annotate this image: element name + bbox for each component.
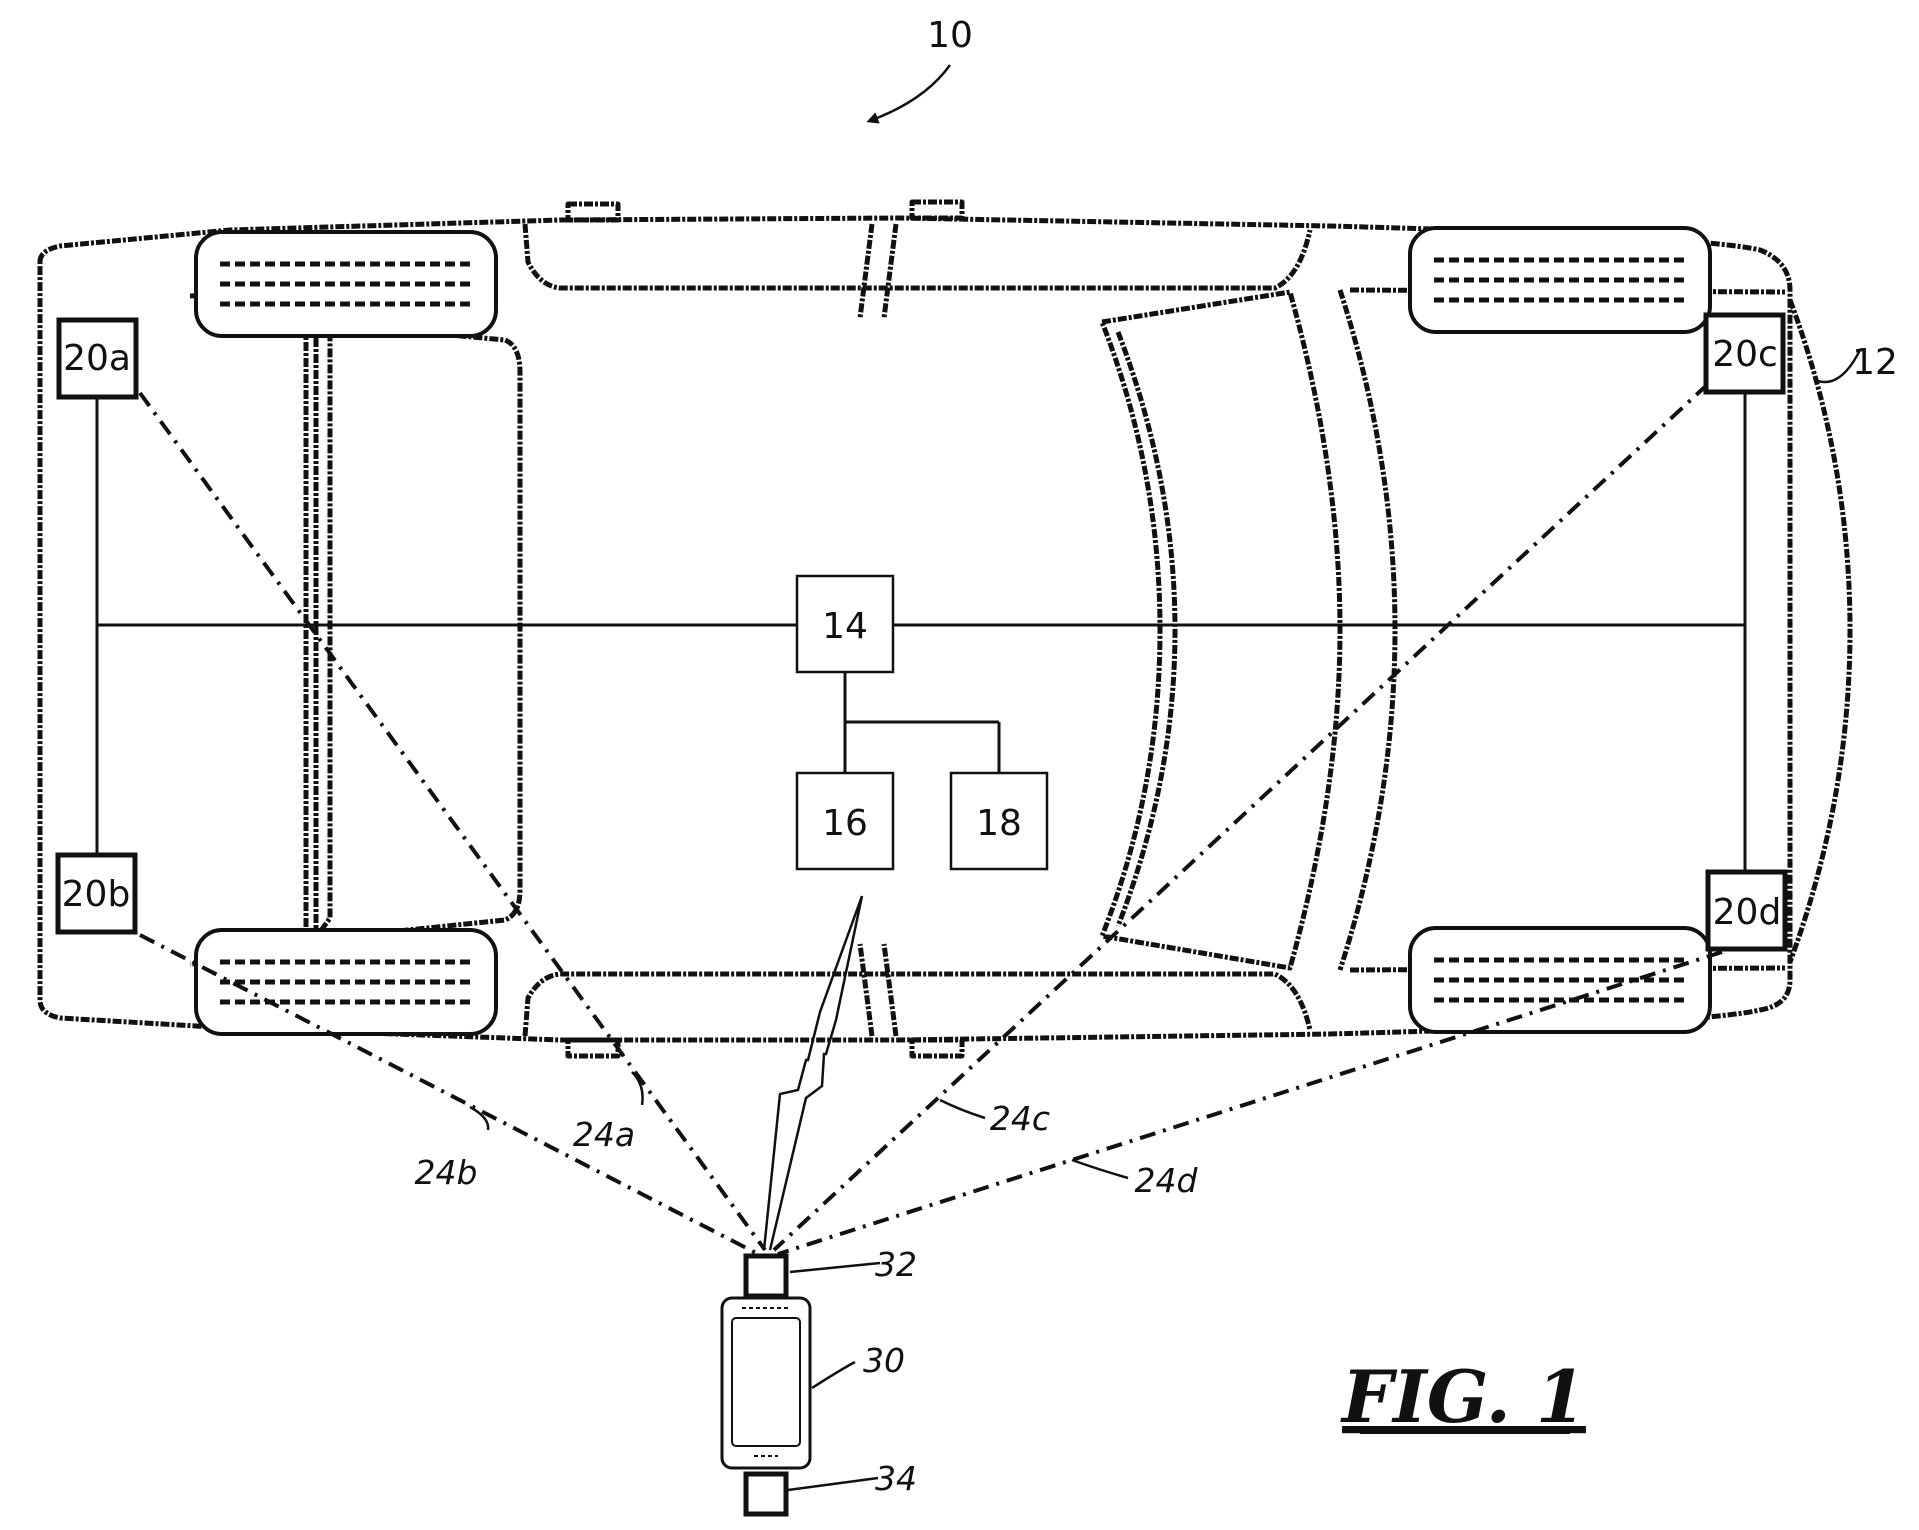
ref-beam-24a-label: 24a	[573, 1115, 635, 1154]
controller-box: 14	[797, 576, 893, 672]
ref-system-label: 10	[927, 15, 973, 56]
tire-front-right	[196, 930, 496, 1034]
tire-front-left	[196, 232, 496, 336]
ref-tag-32-label: 32	[875, 1245, 917, 1284]
sensing-beams	[140, 384, 1722, 1254]
sensor-20d: 20d	[1708, 872, 1785, 949]
sensor-20b-label: 20b	[62, 874, 131, 915]
module-18-box: 18	[951, 773, 1047, 869]
tire-rear-left	[1410, 228, 1710, 332]
module-16-box: 16	[797, 773, 893, 869]
ref-beam-24c-label: 24c	[990, 1099, 1050, 1138]
controller-label: 14	[822, 606, 868, 647]
beam-24d	[778, 952, 1722, 1254]
ref-beam-24d-label: 24d	[1135, 1161, 1199, 1200]
sensor-20d-label: 20d	[1713, 892, 1782, 933]
beam-24c	[774, 384, 1708, 1250]
ref-tag-34-label: 34	[875, 1459, 917, 1498]
ref-beam-24b-label: 24b	[415, 1153, 478, 1192]
sensor-20a-label: 20a	[63, 338, 131, 379]
wireless-link-icon	[764, 896, 862, 1250]
tire-rear-right	[1410, 928, 1710, 1032]
ref-vehicle-label: 12	[1852, 342, 1898, 383]
sensor-20c: 20c	[1706, 315, 1783, 392]
sensor-20b: 20b	[58, 855, 135, 932]
module-18-label: 18	[976, 803, 1022, 844]
beam-24a	[140, 393, 765, 1250]
module-16-label: 16	[822, 803, 868, 844]
wiring-bus	[97, 392, 1745, 872]
tag-32	[746, 1256, 786, 1296]
tag-34	[746, 1474, 786, 1514]
ref-device-30-label: 30	[863, 1341, 905, 1380]
mobile-device	[722, 1298, 810, 1468]
sensor-20c-label: 20c	[1712, 334, 1778, 375]
figure-caption: FIG. 1	[1340, 1354, 1586, 1439]
sensor-20a: 20a	[59, 320, 136, 397]
